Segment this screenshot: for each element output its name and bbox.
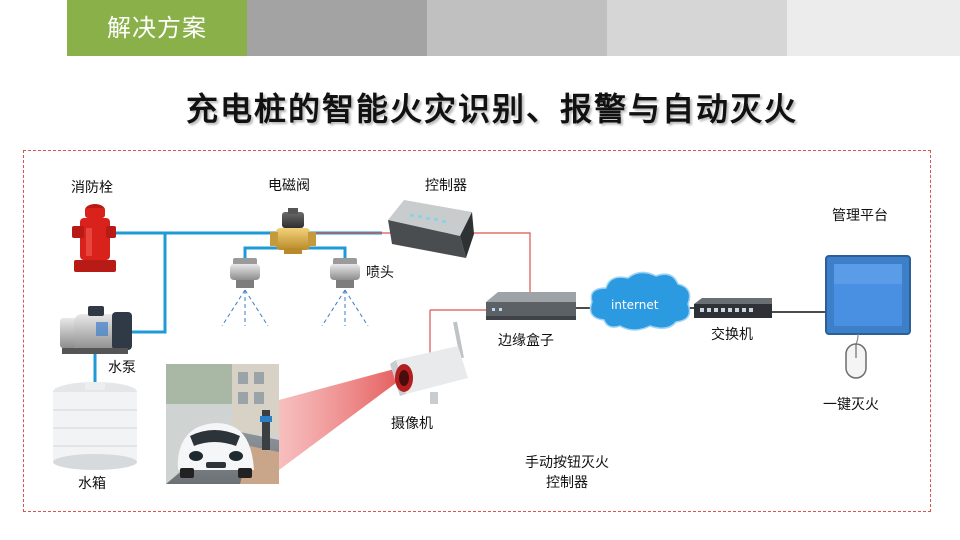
controller-icon	[388, 200, 474, 258]
header-tab-3	[427, 0, 607, 56]
label-manual-button-line2: 控制器	[546, 475, 588, 491]
water-tank-icon	[53, 382, 137, 470]
label-edge-box: 边缘盒子	[498, 333, 554, 349]
camera-detection-beam	[279, 368, 400, 470]
label-camera: 摄像机	[391, 416, 433, 432]
label-water-tank: 水箱	[78, 476, 106, 492]
water-pipes	[93, 231, 382, 385]
label-hydrant: 消防栓	[71, 180, 113, 196]
label-water-pump: 水泵	[108, 360, 136, 376]
label-one-key-extinguish: 一键灭火	[823, 397, 879, 413]
mouse-icon	[845, 333, 867, 379]
header-bar: 解决方案	[0, 0, 960, 56]
internet-cloud-icon	[589, 271, 691, 331]
header-tab-active	[67, 0, 247, 56]
fire-hydrant-icon	[72, 204, 116, 272]
label-controller: 控制器	[425, 178, 467, 194]
camera-icon	[390, 321, 468, 404]
header-tab-5	[787, 0, 960, 56]
wire-valve-to-edge-box	[310, 232, 531, 295]
label-manual-button-line1: 手动按钮灭火	[525, 455, 609, 471]
signal-wires	[310, 232, 531, 360]
label-management-platform: 管理平台	[832, 208, 888, 224]
label-nozzle: 喷头	[366, 265, 394, 281]
header-tab-2	[247, 0, 427, 56]
network-switch-icon	[694, 298, 772, 318]
diagram-frame	[23, 150, 931, 512]
label-internet: internet	[611, 298, 659, 312]
label-manual-button-controller: 手动按钮灭火 控制器	[515, 452, 619, 492]
monitor-icon	[825, 255, 911, 335]
charging-station-photo	[166, 364, 279, 484]
section-title: 解决方案	[107, 14, 207, 42]
solenoid-valve-icon	[270, 208, 316, 254]
label-solenoid-valve: 电磁阀	[268, 178, 310, 194]
spray-lines	[221, 289, 369, 327]
electric-car-icon	[177, 423, 254, 478]
nozzle-icon-left	[230, 258, 260, 288]
pipe-vertical-to-pump	[130, 233, 167, 334]
edge-box-icon	[486, 292, 576, 320]
page-title: 充电桩的智能火灾识别、报警与自动灭火	[185, 90, 798, 128]
label-switch: 交换机	[711, 327, 753, 343]
nozzle-icon-right	[330, 258, 360, 288]
water-pump-icon	[60, 306, 132, 354]
header-tab-4	[607, 0, 787, 56]
